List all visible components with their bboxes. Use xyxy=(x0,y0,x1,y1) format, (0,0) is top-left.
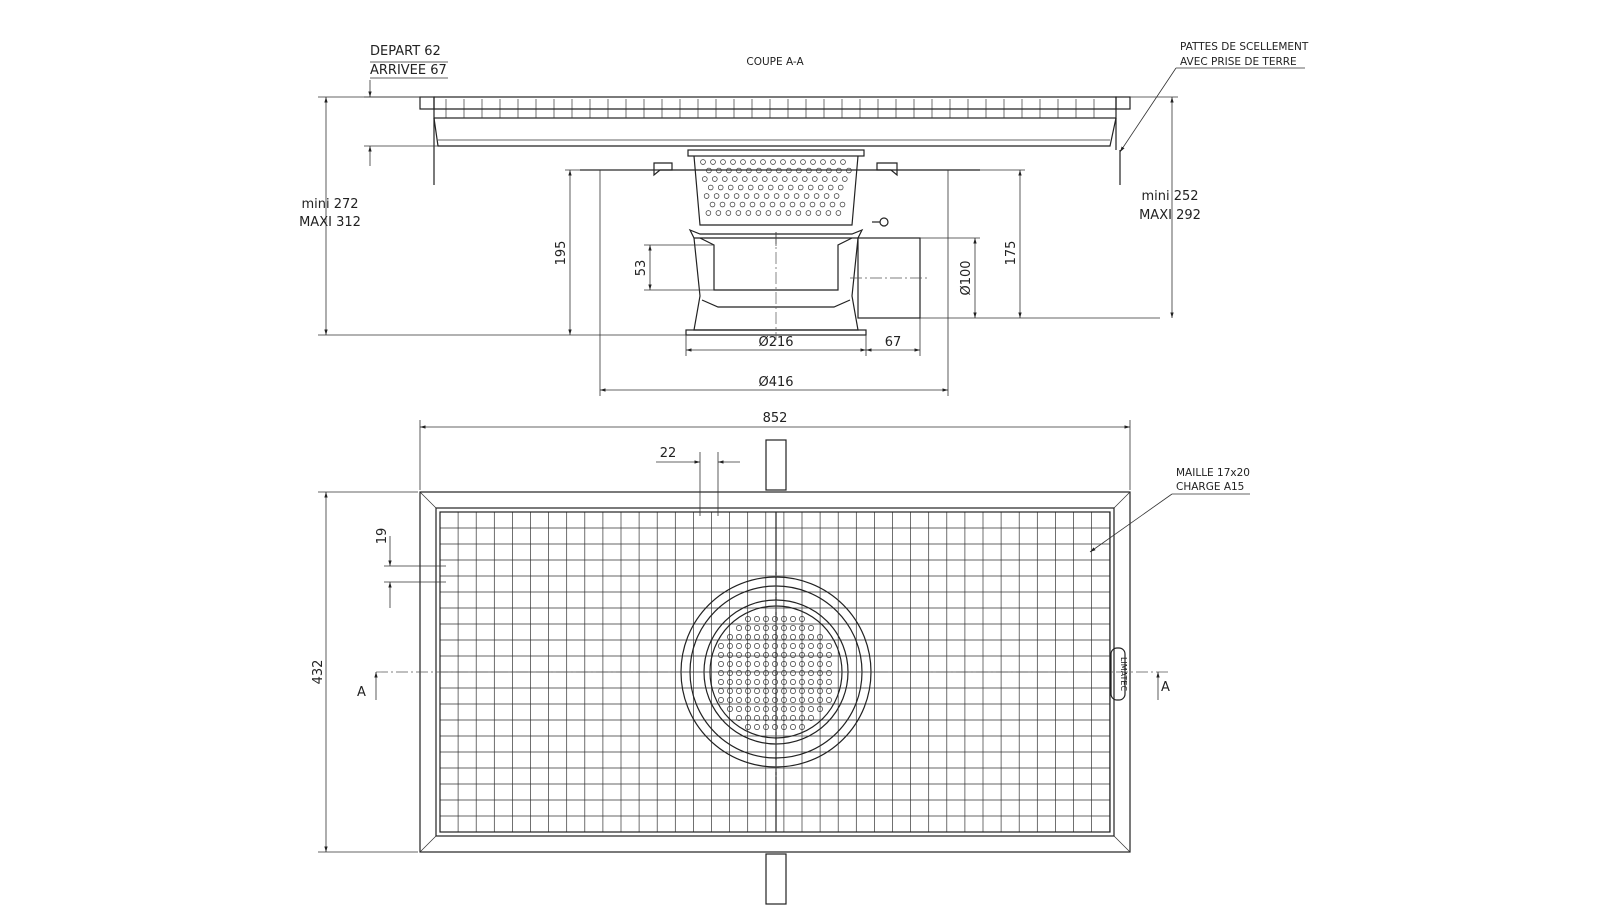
dim-53: 53 xyxy=(634,260,649,277)
brand-plate: LIMATEC xyxy=(1110,647,1128,701)
dim-diameter-100: Ø100 xyxy=(959,260,974,295)
right-height-max: MAXI 292 xyxy=(1139,208,1201,223)
maille-label-line2: CHARGE A15 xyxy=(1176,481,1244,493)
section-mark-left: A xyxy=(357,685,366,700)
dim-175: 175 xyxy=(1004,241,1019,266)
pattes-label-line1: PATTES DE SCELLEMENT xyxy=(1180,41,1309,53)
left-height-min: mini 272 xyxy=(301,197,358,212)
bottom-anchor-tab xyxy=(765,853,787,905)
plan-view: LIMATEC A A 852 432 22 19 xyxy=(311,411,1250,905)
section-sump-body xyxy=(580,149,980,340)
brand-label: LIMATEC xyxy=(1119,657,1128,692)
maille-label-line1: MAILLE 17x20 xyxy=(1176,467,1250,479)
dim-diameter-216: Ø216 xyxy=(758,335,793,350)
plan-dimensions: 852 432 22 19 MAILLE 17x20 CHARGE A15 xyxy=(311,411,1250,853)
depart-label: DEPART 62 xyxy=(370,44,441,59)
section-title: COUPE A-A xyxy=(746,56,804,68)
section-view: COUPE A-A xyxy=(299,41,1309,396)
dim-67: 67 xyxy=(885,335,902,350)
section-mark-right: A xyxy=(1161,680,1170,695)
pitch-22-label: 22 xyxy=(660,446,677,461)
plan-width-label: 852 xyxy=(763,411,788,426)
pitch-19-label: 19 xyxy=(375,528,390,545)
left-height-max: MAXI 312 xyxy=(299,215,361,230)
right-height-min: mini 252 xyxy=(1141,189,1198,204)
top-anchor-tab xyxy=(765,439,787,491)
arrivee-label: ARRIVEE 67 xyxy=(370,63,447,78)
pattes-label-line2: AVEC PRISE DE TERRE xyxy=(1180,56,1297,68)
basket-perforations xyxy=(700,159,852,216)
drain-perforations xyxy=(718,616,832,730)
dim-diameter-416: Ø416 xyxy=(758,375,793,390)
section-dimensions: DEPART 62 ARRIVEE 67 mini 272 MAXI 312 1… xyxy=(299,41,1309,396)
plan-height-label: 432 xyxy=(311,660,326,685)
dim-195: 195 xyxy=(554,241,569,266)
section-grating xyxy=(419,96,1131,185)
